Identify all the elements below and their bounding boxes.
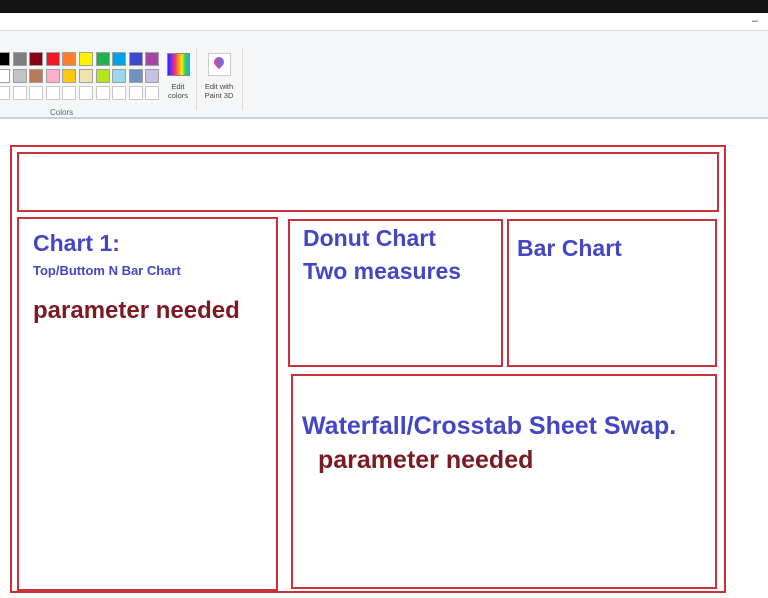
window-title-bar	[0, 0, 768, 13]
color-swatch[interactable]	[128, 69, 143, 83]
drawing-canvas[interactable]: Chart 1: Top/Buttom N Bar Chart paramete…	[0, 119, 768, 598]
color-swatch[interactable]	[0, 86, 10, 100]
donut-chart-box	[288, 219, 503, 367]
color-swatch[interactable]	[145, 52, 160, 66]
color-swatch[interactable]	[12, 52, 27, 66]
minimize-icon[interactable]: –	[751, 15, 758, 27]
waterfall-box	[291, 374, 717, 589]
header-box	[17, 152, 719, 212]
edit-colors-label: Edit colors	[163, 82, 193, 100]
color-swatch[interactable]	[12, 86, 27, 100]
color-swatch[interactable]	[112, 52, 127, 66]
color-swatch[interactable]	[0, 69, 10, 83]
color-swatch[interactable]	[95, 69, 110, 83]
color-swatch[interactable]	[45, 86, 60, 100]
color-swatch[interactable]	[95, 52, 110, 66]
color-swatch[interactable]	[128, 52, 143, 66]
color-swatch[interactable]	[45, 52, 60, 66]
chart1-subtitle: Top/Buttom N Bar Chart	[33, 263, 181, 278]
color-swatch[interactable]	[112, 86, 127, 100]
edit-with-paint3d-button[interactable]: Edit with Paint 3D	[199, 51, 239, 106]
color-swatch[interactable]	[145, 86, 160, 100]
donut-chart-subtitle: Two measures	[303, 258, 462, 284]
color-swatch[interactable]	[79, 86, 93, 100]
edit-paint3d-label: Edit with Paint 3D	[199, 82, 239, 100]
rainbow-icon	[166, 53, 190, 76]
color-swatch[interactable]	[0, 52, 10, 66]
waterfall-parameter-note: parameter needed	[318, 446, 534, 474]
bar-chart-title: Bar Chart	[517, 235, 622, 261]
menu-bar: –	[0, 13, 768, 31]
color-swatch[interactable]	[145, 69, 160, 83]
ribbon-divider	[196, 48, 197, 110]
edit-colors-line1: Edit	[171, 82, 185, 91]
color-swatch[interactable]	[95, 86, 110, 100]
color-swatch[interactable]	[79, 52, 93, 66]
chart1-title: Chart 1:	[33, 230, 120, 256]
color-swatch[interactable]	[12, 69, 27, 83]
color-swatch[interactable]	[62, 52, 77, 66]
color-swatch[interactable]	[112, 69, 127, 83]
color-swatch[interactable]	[62, 86, 77, 100]
chart1-parameter-note: parameter needed	[33, 297, 240, 324]
paint3d-icon	[207, 53, 231, 76]
edit-colors-line2: colors	[167, 91, 188, 100]
color-swatch[interactable]	[29, 69, 44, 83]
color-swatch[interactable]	[62, 69, 77, 83]
color-swatch[interactable]	[29, 86, 44, 100]
color-swatch[interactable]	[29, 52, 44, 66]
chart1-box	[17, 217, 278, 591]
donut-chart-title: Donut Chart	[303, 225, 436, 251]
edit-paint3d-line2: Paint 3D	[204, 91, 234, 100]
color-swatch[interactable]	[45, 69, 60, 83]
ribbon	[0, 31, 768, 119]
ribbon-divider	[242, 48, 243, 110]
bar-chart-box	[507, 219, 717, 367]
color-swatch[interactable]	[128, 86, 143, 100]
edit-colors-button[interactable]: Edit colors	[163, 51, 193, 106]
waterfall-title: Waterfall/Crosstab Sheet Swap.	[302, 412, 677, 440]
edit-paint3d-line1: Edit with	[204, 82, 234, 91]
dashboard-outer-box	[10, 145, 726, 593]
color-swatch[interactable]	[79, 69, 93, 83]
colors-group-label: Colors	[50, 108, 74, 117]
